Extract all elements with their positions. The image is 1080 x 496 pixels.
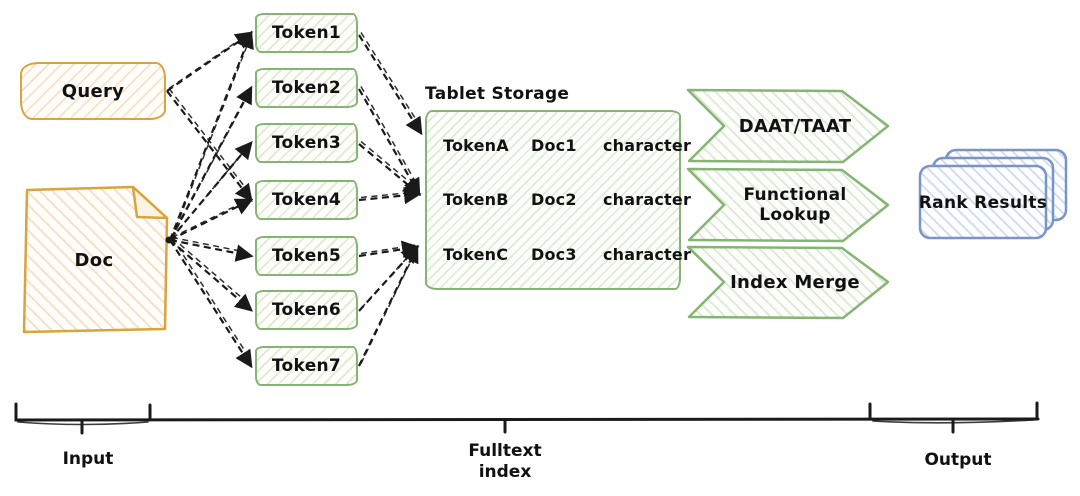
token-label: Token3 — [271, 133, 342, 153]
token-node-7: Token7 — [255, 346, 358, 386]
cell-character: character — [603, 190, 692, 210]
rank-results-stack — [918, 148, 1068, 240]
token-label: Token5 — [271, 246, 342, 266]
token-label: Token2 — [271, 78, 342, 98]
connection-arrow — [169, 239, 253, 312]
cell-character: character — [603, 135, 692, 155]
section-label-line2: index — [478, 462, 532, 482]
connection-arrow — [169, 85, 253, 241]
connection-arrow — [168, 30, 254, 241]
token-label: Token4 — [271, 190, 342, 210]
connection-arrow — [169, 239, 253, 369]
doc-fanout-dot — [165, 236, 173, 244]
query-node: Query — [20, 62, 166, 120]
connection-arrow — [358, 244, 419, 367]
token-node-3: Token3 — [255, 123, 358, 163]
connection-arrow — [358, 88, 421, 197]
tablet-row: TokenB Doc2 character — [443, 190, 691, 210]
cell-token: TokenB — [443, 190, 509, 210]
token-node-5: Token5 — [255, 236, 358, 276]
doc-shape — [22, 185, 169, 334]
connection-arrow — [360, 32, 420, 125]
connection-arrow — [169, 238, 254, 262]
token-node-4: Token4 — [255, 180, 358, 220]
cell-character: character — [603, 245, 692, 265]
connection-arrow — [358, 186, 422, 205]
tablet-row: TokenA Doc1 character — [443, 135, 691, 155]
connection-arrow — [168, 88, 248, 191]
cell-doc: Doc2 — [531, 190, 577, 210]
token-label: Token6 — [271, 300, 342, 320]
connection-arrow — [171, 146, 248, 238]
section-label-fulltext-index: Fulltext index — [435, 441, 575, 483]
tablet-storage-box: TokenA Doc1 character TokenB Doc2 charac… — [425, 110, 691, 290]
stage-chevron-daat-taat — [686, 88, 890, 164]
section-bracket — [14, 401, 1040, 435]
stage-chevron-functional-lookup — [686, 167, 890, 243]
connection-arrow — [166, 90, 253, 203]
stage-chevron-index-merge — [686, 245, 890, 320]
token-node-1: Token1 — [255, 13, 358, 53]
tablet-row: TokenC Doc3 character — [443, 245, 691, 265]
connection-arrow — [360, 140, 418, 189]
token-node-2: Token2 — [255, 68, 358, 108]
token-label: Token1 — [271, 23, 342, 43]
connection-arrow — [360, 86, 418, 185]
section-label-line1: Fulltext — [468, 441, 542, 461]
tablet-storage-title: Tablet Storage — [425, 84, 570, 104]
section-label-output: Output — [924, 450, 992, 470]
connection-arrow — [166, 31, 254, 92]
token-label: Token7 — [271, 356, 342, 376]
connection-arrow — [358, 245, 419, 312]
connection-arrow — [171, 237, 248, 356]
connections-layer — [166, 30, 423, 369]
cell-token: TokenA — [443, 135, 509, 155]
section-label-input: Input — [62, 449, 114, 469]
connection-arrow — [358, 34, 423, 136]
token-node-6: Token6 — [255, 290, 358, 330]
connection-arrow — [169, 198, 254, 241]
cell-token: TokenC — [443, 245, 509, 265]
connection-arrow — [169, 140, 253, 241]
cell-doc: Doc3 — [531, 245, 577, 265]
connection-arrow — [171, 199, 248, 239]
cell-doc: Doc1 — [531, 135, 577, 155]
connection-arrow — [358, 240, 420, 258]
query-label: Query — [61, 80, 125, 102]
connection-arrow — [358, 143, 422, 196]
